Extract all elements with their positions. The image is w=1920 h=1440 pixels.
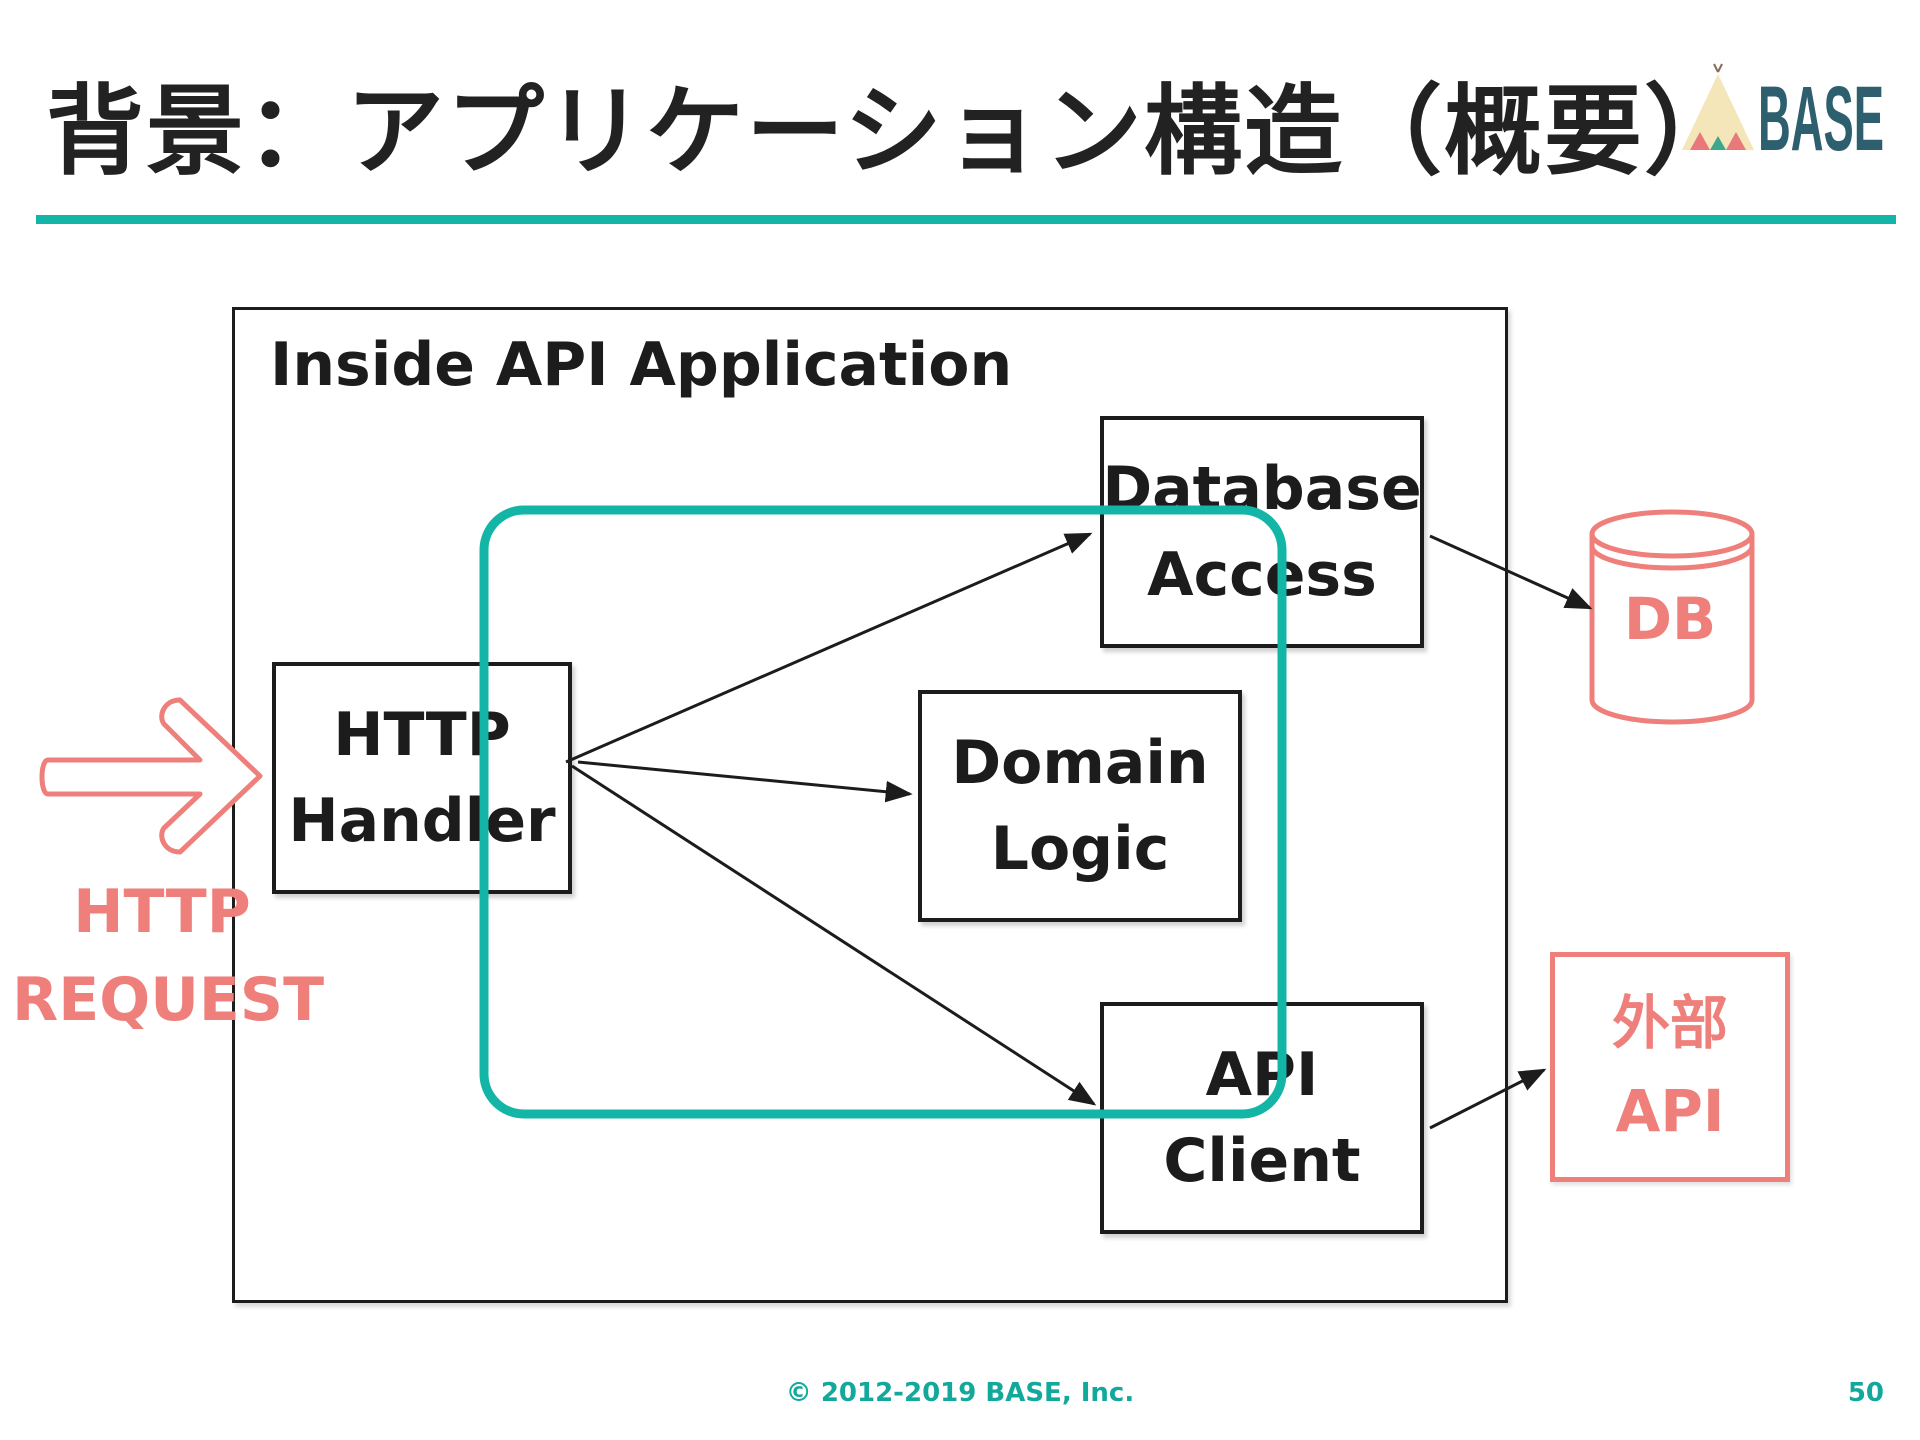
external-api-line2: API bbox=[1615, 1077, 1725, 1145]
page-title: 背景：アプリケーション構造（概要） bbox=[46, 75, 1745, 189]
copyright-footer: © 2012-2019 BASE, Inc. bbox=[785, 1378, 1135, 1408]
external-api-line1: 外部 bbox=[1611, 989, 1728, 1057]
db-cylinder bbox=[1589, 509, 1755, 725]
http-request-line2: REQUEST bbox=[12, 965, 325, 1035]
api-client-line1: API bbox=[1205, 1040, 1319, 1110]
arrow-to-db bbox=[1429, 534, 1593, 610]
http-handler-line2: Handler bbox=[288, 786, 556, 856]
application-label: Inside API Application bbox=[270, 330, 1013, 400]
arrow-to-api-client bbox=[571, 764, 1097, 1106]
external-api-box: 外部 API bbox=[1550, 952, 1790, 1182]
arrow-to-external-api bbox=[1429, 1068, 1547, 1130]
title-divider bbox=[36, 215, 1896, 224]
tent-icon bbox=[1682, 63, 1754, 150]
database-access-line2: Access bbox=[1147, 540, 1377, 610]
api-client-line2: Client bbox=[1163, 1126, 1361, 1196]
http-request-label: HTTP REQUEST bbox=[12, 868, 325, 1044]
db-label: DB bbox=[1623, 585, 1717, 653]
page-number: 50 bbox=[1847, 1378, 1884, 1408]
arrow-to-domain-logic bbox=[577, 760, 913, 803]
http-request-line1: HTTP bbox=[73, 877, 251, 947]
domain-logic-box: Domain Logic bbox=[918, 690, 1242, 922]
logo-text: BASE bbox=[1758, 68, 1884, 162]
base-logo: BASE bbox=[1682, 63, 1884, 162]
domain-logic-line1: Domain bbox=[951, 728, 1209, 798]
application-frame bbox=[232, 307, 1508, 1303]
http-handler-box: HTTP Handler bbox=[272, 662, 572, 894]
http-request-arrow bbox=[39, 697, 263, 855]
database-access-box: Database Access bbox=[1100, 416, 1424, 648]
arrow-to-database-access bbox=[565, 532, 1093, 764]
domain-logic-line2: Logic bbox=[990, 814, 1170, 884]
highlight-region bbox=[479, 505, 1287, 1119]
